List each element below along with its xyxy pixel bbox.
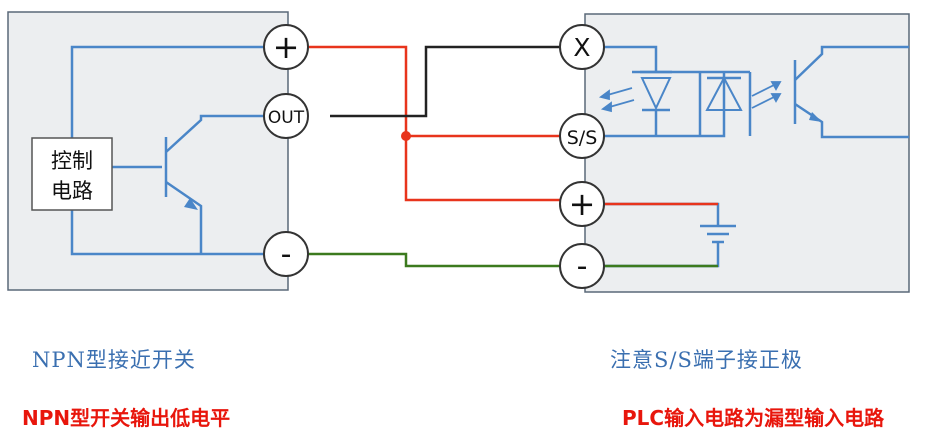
external-wiring	[308, 45, 718, 268]
plc-caption: 注意S/S端子接正极	[610, 348, 803, 372]
plc-terminal-minus: -	[559, 243, 605, 289]
control-box-label-line1: 控制	[51, 149, 93, 173]
plc-terminal-ss-label: S/S	[567, 127, 598, 149]
sensor-terminal-out: OUT	[263, 93, 309, 139]
sensor-caption: NPN型接近开关	[32, 348, 196, 372]
sensor-terminal-out-label: OUT	[268, 108, 305, 128]
sensor-terminal-minus-label: -	[281, 237, 292, 272]
phototransistor-emitter-arrow	[809, 112, 822, 122]
transistor-emitter-arrow	[184, 198, 198, 210]
sensor-terminal-plus: +	[263, 24, 309, 70]
sensor-internal-circuit	[70, 45, 264, 256]
plc-terminal-minus-label: -	[577, 249, 588, 284]
plc-terminal-plus: +	[559, 181, 605, 227]
plc-terminal-x: X	[559, 24, 605, 70]
plc-panel	[584, 13, 910, 293]
control-circuit-box	[31, 137, 113, 211]
sensor-terminal-minus: -	[263, 231, 309, 277]
plc-internal-circuit	[604, 45, 909, 268]
plc-terminal-ss: S/S	[559, 113, 605, 159]
plc-terminal-plus-label: +	[569, 185, 596, 223]
plc-terminal-x-label: X	[573, 33, 590, 62]
control-box-label-line2: 电路	[51, 179, 93, 203]
sensor-terminal-plus-label: +	[273, 28, 300, 66]
plc-note: PLC输入电路为漏型输入电路	[622, 406, 885, 430]
sensor-note: NPN型开关输出低电平	[22, 406, 231, 430]
light-arrows-icon	[598, 81, 782, 113]
wire-junction-dot	[401, 131, 411, 141]
